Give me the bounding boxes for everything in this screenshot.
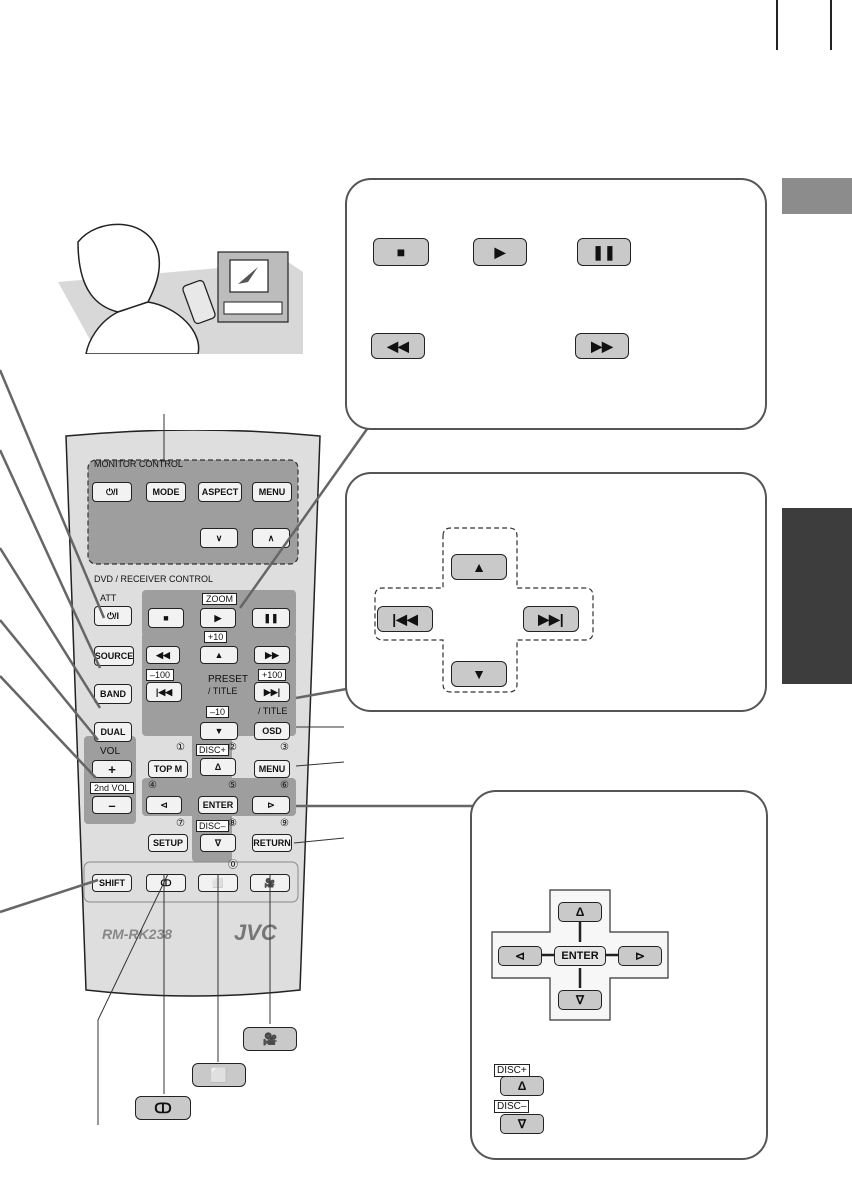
callout-down-button[interactable]: ▼ bbox=[451, 661, 507, 687]
monitor-up-button[interactable]: ∧ bbox=[252, 528, 290, 548]
cursor-left-button[interactable]: ⊲ bbox=[146, 796, 182, 814]
model-name: RM-RK238 bbox=[102, 926, 173, 942]
number-7: ⑦ bbox=[176, 818, 185, 829]
callout-up-button[interactable]: ▲ bbox=[451, 554, 507, 580]
angle-button[interactable]: 🎥 bbox=[250, 874, 290, 892]
callout-stop-button[interactable]: ■ bbox=[373, 238, 429, 266]
band-button[interactable]: BAND bbox=[94, 684, 132, 704]
vol-label: VOL bbox=[100, 746, 121, 757]
callout-skip-forward-button[interactable]: ▶▶| bbox=[523, 606, 579, 632]
pause-button[interactable]: ❚❚ bbox=[252, 608, 290, 628]
plus100-label: +100 bbox=[258, 669, 287, 681]
number-3: ③ bbox=[280, 742, 289, 753]
disc-minus-label: DISC– bbox=[196, 820, 229, 832]
playback-callout: ■ ▶ ❚❚ ◀◀ ▶▶ bbox=[345, 178, 767, 430]
monitor-down-button[interactable]: ∨ bbox=[200, 528, 238, 548]
audio-standalone-button[interactable]: ↀ bbox=[135, 1096, 191, 1120]
callout-cursor-left-button[interactable]: ⊲ bbox=[498, 946, 542, 966]
disc-plus-label: DISC+ bbox=[196, 744, 229, 756]
source-button[interactable]: SOURCE bbox=[94, 646, 134, 666]
top-menu-button[interactable]: TOP M bbox=[148, 760, 188, 778]
monitor-power-button[interactable]: ⏻/I bbox=[92, 482, 132, 502]
setup-button[interactable]: SETUP bbox=[148, 834, 188, 852]
vol-plus-button[interactable]: + bbox=[92, 760, 132, 778]
skip-back-button[interactable]: |◀◀ bbox=[146, 682, 182, 702]
cursor-up-button[interactable]: Δ bbox=[200, 758, 236, 776]
remote-body bbox=[65, 430, 321, 997]
att-label: ATT bbox=[100, 593, 117, 603]
title-label-2: / TITLE bbox=[258, 706, 288, 716]
callout-disc-minus-button[interactable]: ∇ bbox=[500, 1114, 544, 1134]
up-button[interactable]: ▲ bbox=[200, 646, 238, 664]
callout-skip-back-button[interactable]: |◀◀ bbox=[377, 606, 433, 632]
angle-standalone-button[interactable]: 🎥 bbox=[243, 1027, 297, 1051]
dual-button[interactable]: DUAL bbox=[94, 722, 132, 742]
subtitle-standalone-button[interactable]: ⬜ bbox=[192, 1063, 246, 1087]
navigation-callout: ▲ |◀◀ ▶▶| ▼ bbox=[345, 472, 767, 712]
audio-button[interactable]: ↀ bbox=[146, 874, 186, 892]
play-button[interactable]: ▶ bbox=[200, 608, 236, 628]
enter-button[interactable]: ENTER bbox=[198, 796, 238, 814]
dvd-menu-button[interactable]: MENU bbox=[254, 760, 290, 778]
cursor-callout: Δ ⊲ ENTER ⊳ ∇ DISC+ Δ DISC– ∇ bbox=[470, 790, 768, 1160]
skip-forward-button[interactable]: ▶▶| bbox=[254, 682, 290, 702]
dvd-receiver-label: DVD / RECEIVER CONTROL bbox=[94, 574, 214, 584]
callout-cursor-up-button[interactable]: Δ bbox=[558, 902, 602, 922]
title-label: / TITLE bbox=[208, 686, 238, 696]
down-button[interactable]: ▼ bbox=[200, 722, 238, 740]
top-rule-mark bbox=[830, 0, 832, 50]
minus10-label: –10 bbox=[206, 706, 230, 718]
number-9: ⑨ bbox=[280, 818, 289, 829]
shift-button[interactable]: SHIFT bbox=[92, 874, 132, 892]
second-vol-label: 2nd VOL bbox=[90, 782, 134, 794]
callout-disc-minus-label: DISC– bbox=[494, 1100, 530, 1113]
monitor-menu-button[interactable]: MENU bbox=[252, 482, 292, 502]
cursor-down-button[interactable]: ∇ bbox=[200, 834, 236, 852]
remote-control: MONITOR CONTROL ⏻/I MODE ASPECT MENU ∨ ∧… bbox=[62, 430, 324, 1002]
side-tab-light bbox=[782, 178, 852, 214]
number-2: ② bbox=[228, 742, 237, 753]
callout-cursor-right-button[interactable]: ⊳ bbox=[618, 946, 662, 966]
callout-rewind-button[interactable]: ◀◀ bbox=[371, 333, 425, 359]
callout-enter-button[interactable]: ENTER bbox=[554, 946, 606, 966]
callout-disc-plus-button[interactable]: Δ bbox=[500, 1076, 544, 1096]
stop-button[interactable]: ■ bbox=[148, 608, 184, 628]
driver-illustration bbox=[58, 223, 303, 354]
callout-play-button[interactable]: ▶ bbox=[473, 238, 527, 266]
callout-pause-button[interactable]: ❚❚ bbox=[577, 238, 631, 266]
vol-minus-button[interactable]: – bbox=[92, 796, 132, 814]
number-4: ④ bbox=[148, 780, 157, 791]
number-6: ⑥ bbox=[280, 780, 289, 791]
osd-button[interactable]: OSD bbox=[254, 722, 290, 740]
callout-cursor-down-button[interactable]: ∇ bbox=[558, 990, 602, 1010]
subtitle-button[interactable]: ⬜ bbox=[198, 874, 238, 892]
monitor-control-label: MONITOR CONTROL bbox=[94, 459, 183, 469]
top-rule-mark bbox=[776, 0, 778, 50]
aspect-button[interactable]: ASPECT bbox=[198, 482, 242, 502]
brand-logo: JVC bbox=[234, 920, 277, 945]
cursor-right-button[interactable]: ⊳ bbox=[252, 796, 290, 814]
rewind-button[interactable]: ◀◀ bbox=[146, 646, 180, 664]
zoom-label: ZOOM bbox=[202, 593, 237, 605]
plus10-label: +10 bbox=[204, 631, 228, 643]
number-8: ⑧ bbox=[228, 818, 237, 829]
return-button[interactable]: RETURN bbox=[252, 834, 292, 852]
side-tab-dark bbox=[782, 508, 852, 684]
number-0: ⓪ bbox=[228, 860, 238, 871]
number-5: ⑤ bbox=[228, 780, 237, 791]
preset-label: PRESET bbox=[208, 674, 249, 685]
number-1: ① bbox=[176, 742, 185, 753]
navigation-dashed-frame bbox=[374, 527, 594, 693]
minus100-label: –100 bbox=[146, 669, 175, 681]
fast-forward-button[interactable]: ▶▶ bbox=[254, 646, 290, 664]
mode-button[interactable]: MODE bbox=[146, 482, 186, 502]
callout-fast-forward-button[interactable]: ▶▶ bbox=[575, 333, 629, 359]
dvd-power-button[interactable]: ⏻/I bbox=[94, 606, 132, 626]
